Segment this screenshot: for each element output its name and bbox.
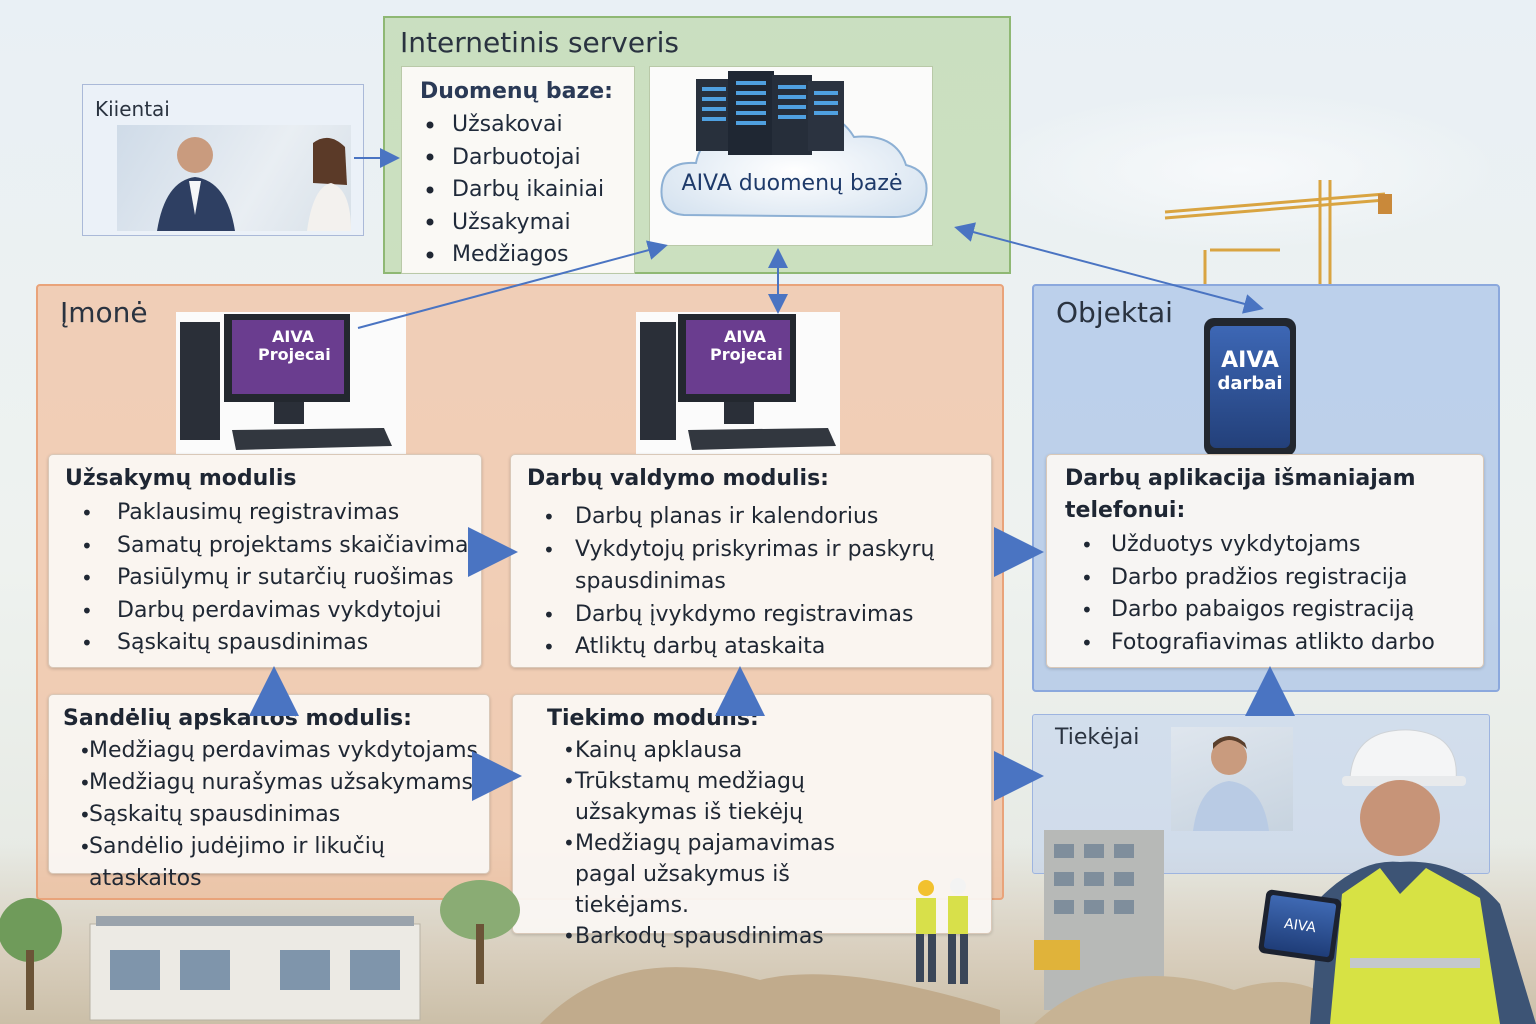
work-management-module-title: Darbų valdymo modulis: [527, 466, 829, 491]
orders-module-card: Užsakymų modulis Paklausimų registravima… [48, 454, 482, 668]
orders-module-title: Užsakymų modulis [65, 466, 297, 491]
screen-line1: AIVA [271, 327, 314, 346]
database-list-card: Duomenų baze: Užsakovai Darbuotojai Darb… [401, 66, 635, 274]
orders-module-item: Darbų perdavimas vykdytojui [65, 595, 481, 628]
work-app-module-item: Darbo pabaigos registraciją [1065, 594, 1483, 627]
work-management-module-list: Darbų planas ir kalendorius Vykdytojų pr… [527, 501, 991, 664]
database-cloud-card: AIVA duomenų bazė [649, 66, 933, 246]
internet-server-region: Internetinis serveris Duomenų baze: Užsa… [383, 16, 1011, 274]
computer-left: AIVA Projecai [176, 312, 406, 454]
database-list-title: Duomenų baze: [420, 79, 613, 104]
work-app-module-item: Fotografiavimas atlikto darbo [1065, 627, 1483, 660]
database-item: Medžiagos [452, 242, 569, 267]
work-app-module-item: Užduotys vykdytojams [1065, 529, 1483, 562]
work-management-module-item: Darbų planas ir kalendorius [527, 501, 991, 534]
supply-module-card: Tiekimo modulis: Kainų apklausa Trūkstam… [512, 694, 992, 952]
database-item: Darbų ikainiai [452, 177, 605, 202]
server-cloud-icon [660, 71, 928, 219]
work-management-module-item: Vykdytojų priskyrimas ir paskyrų spausdi… [527, 534, 991, 599]
tablet-screen-label: AIVA [1263, 894, 1337, 958]
tablet: AIVA [1257, 889, 1343, 963]
warehouse-module-list: Medžiagų perdavimas vykdytojams Medžiagų… [63, 735, 489, 895]
workers-illustration [916, 878, 968, 984]
klientai-label: Kiientai [95, 97, 170, 121]
supply-module-item: Kainų apklausa [547, 735, 991, 766]
warehouse-module-item: Sandėlio judėjimo ir likučių ataskaitos [63, 831, 489, 895]
screen-line2: Projecai [258, 345, 331, 364]
client-meeting-icon [157, 137, 351, 231]
warehouse-module-card: Sandėlių apskaitos modulis: Medžiagų per… [48, 694, 490, 891]
screen-line1: AIVA [723, 327, 766, 346]
screen-line2: Projecai [710, 345, 783, 364]
work-management-module-card: Darbų valdymo modulis: Darbų planas ir k… [510, 454, 992, 668]
supply-module-item: Barkodų spausdinimas [547, 921, 991, 952]
database-list: Užsakovai Darbuotojai Darbų ikainiai Užs… [402, 109, 604, 272]
orders-module-item: Samatų projektams skaičiavimas [65, 530, 481, 563]
cloud-label: AIVA duomenų bazė [681, 171, 903, 196]
phone-line2: darbai [1217, 373, 1283, 394]
phone-screen: AIVA darbai [1210, 326, 1290, 448]
orders-module-item: Pasiūlymų ir sutarčių ruošimas [65, 562, 481, 595]
warehouse-module-title: Sandėlių apskaitos modulis: [63, 706, 412, 731]
phone-line1: AIVA [1221, 348, 1279, 373]
desktop-computer-icon [180, 314, 392, 450]
work-management-module-item: Darbų įvykdymo registravimas [527, 599, 991, 632]
company-building-illustration [0, 880, 1000, 1024]
construction-site-illustration [1034, 830, 1334, 1024]
clients-photo [117, 125, 351, 231]
orders-module-item: Paklausimų registravimas [65, 497, 481, 530]
server-title: Internetinis serveris [400, 26, 679, 59]
arrow-company-to-cloud [357, 240, 668, 329]
supply-module-item: Trūkstamų medžiagų užsakymas iš tiekėjų [547, 766, 815, 828]
desktop-computer-icon [640, 314, 836, 450]
database-item: Užsakovai [452, 112, 563, 137]
work-management-module-item: Atliktų darbų ataskaita [527, 631, 991, 664]
work-app-module-title: Darbų aplikacija išmaniajam telefonui: [1065, 466, 1416, 523]
database-item: Užsakymai [452, 209, 571, 235]
klientai-box: Kiientai [82, 84, 364, 236]
worker-with-tablet-illustration [1310, 729, 1536, 1024]
orders-module-list: Paklausimų registravimas Samatų projekta… [65, 497, 481, 660]
warehouse-module-item: Medžiagų nurašymas užsakymams [63, 767, 489, 799]
smartphone: AIVA darbai [1204, 318, 1296, 456]
supply-module-item: Medžiagų pajamavimas pagal užsakymus iš … [547, 828, 885, 921]
warehouse-module-item: Medžiagų perdavimas vykdytojams [63, 735, 489, 767]
work-app-module-item: Darbo pradžios registracija [1065, 562, 1483, 595]
database-item: Darbuotojai [452, 144, 581, 170]
work-app-module-card: Darbų aplikacija išmaniajam telefonui: U… [1046, 454, 1484, 668]
work-app-module-list: Užduotys vykdytojams Darbo pradžios regi… [1065, 529, 1483, 659]
arrow-cloud-to-objects [954, 222, 1264, 314]
supplier-photo [1171, 727, 1293, 831]
database-bullets [426, 121, 434, 259]
suppliers-title: Tiekėjai [1055, 725, 1140, 750]
company-title: Įmonė [60, 296, 148, 329]
computer-middle: AIVA Projecai [636, 312, 840, 454]
orders-module-item: Sąskaitų spausdinimas [65, 627, 481, 660]
supply-module-list: Kainų apklausa Trūkstamų medžiagų užsaky… [547, 735, 991, 952]
supplier-person-icon [1193, 736, 1269, 831]
warehouse-module-item: Sąskaitų spausdinimas [63, 799, 489, 831]
